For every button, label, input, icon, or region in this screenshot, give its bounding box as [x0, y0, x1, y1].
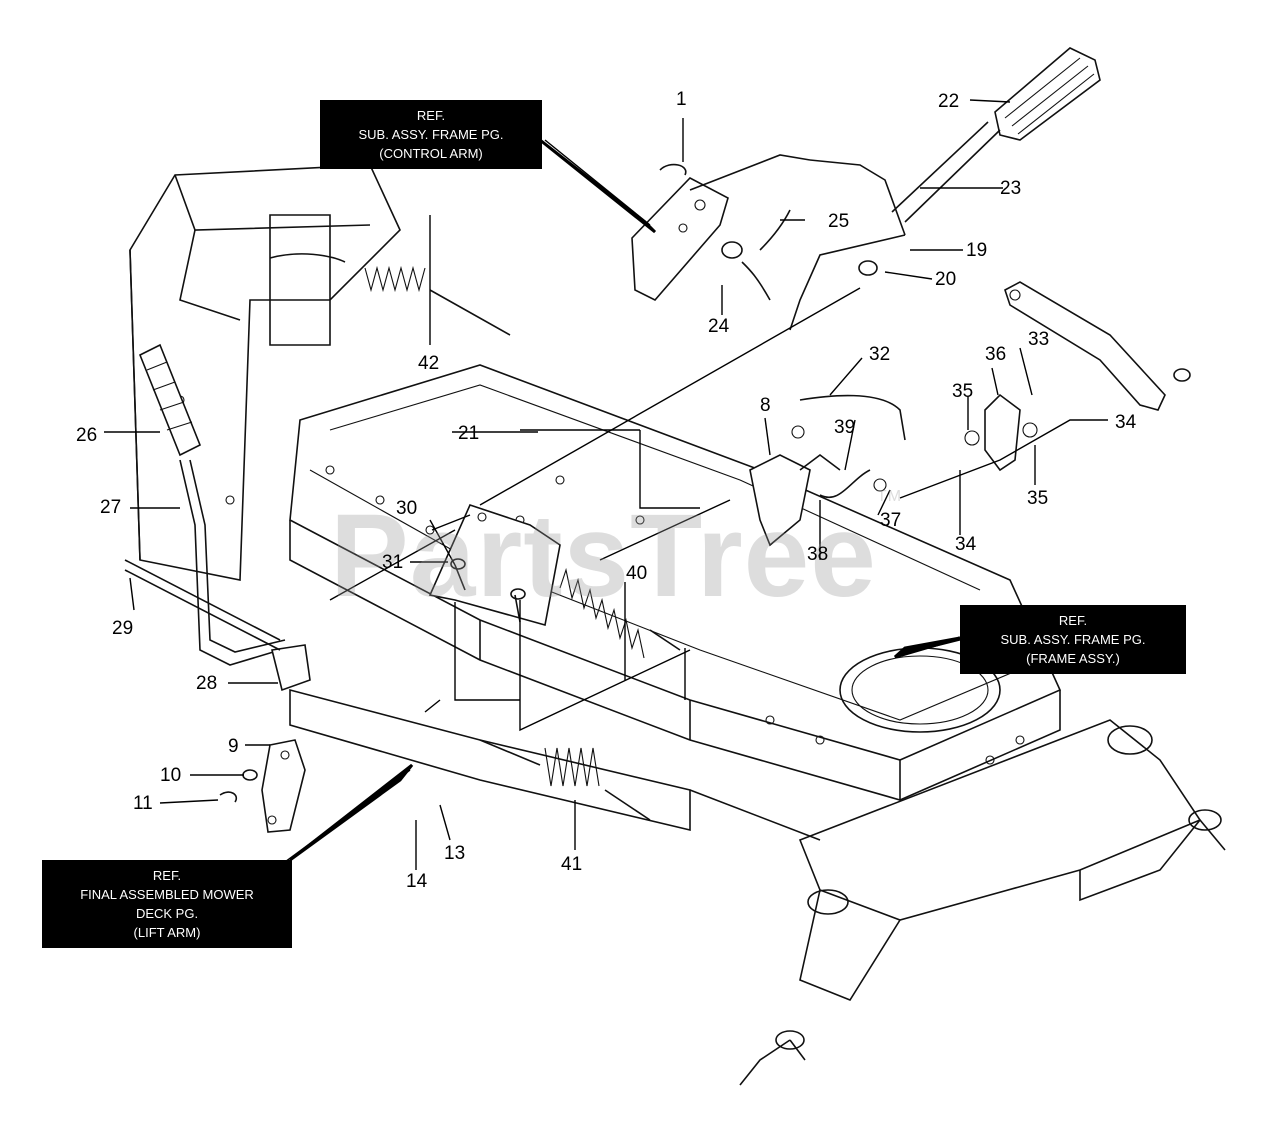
ref-box-line: REF. — [152, 868, 182, 883]
spring-41-drawing — [479, 739, 651, 821]
callout-24: 24 — [708, 316, 730, 337]
callout-10: 10 — [160, 765, 182, 786]
ref-box-line: REF. — [416, 108, 446, 123]
ref-box-line: FINAL ASSEMBLED MOWER — [80, 887, 254, 902]
handle-grip-22-drawing — [891, 47, 1101, 223]
ref-box-line: (LIFT ARM) — [133, 925, 201, 940]
ref-box-line: REF. — [1058, 613, 1088, 628]
callout-38: 38 — [807, 544, 829, 565]
control-arm-bracket-drawing — [631, 154, 906, 331]
watermark: PartsTreeTM — [330, 488, 902, 624]
ref-box-control-arm: REF. SUB. ASSY. FRAME PG. (CONTROL ARM) — [320, 100, 542, 169]
callout-1: 1 — [676, 89, 687, 110]
callout-22: 22 — [938, 91, 960, 112]
callout-8: 8 — [760, 395, 771, 416]
callout-25: 25 — [828, 211, 850, 232]
lift-lever-drawing — [124, 343, 311, 692]
callout-19: 19 — [966, 240, 988, 261]
ref-box-line: SUB. ASSY. FRAME PG. — [1000, 632, 1146, 647]
ref-box-lift-arm: REF. FINAL ASSEMBLED MOWER DECK PG. (LIF… — [42, 860, 292, 948]
watermark-text: PartsTree — [330, 490, 877, 622]
callout-26: 26 — [76, 425, 98, 446]
watermark-trademark: TM — [876, 488, 903, 505]
callout-34-right: 34 — [1115, 412, 1137, 433]
spring-42-drawing — [269, 253, 511, 336]
ref-box-line: (FRAME ASSY.) — [1026, 651, 1120, 666]
bracket-8-drawing — [749, 393, 1038, 547]
callout-39: 39 — [834, 417, 856, 438]
callout-33: 33 — [1028, 329, 1050, 350]
callout-36: 36 — [985, 344, 1007, 365]
callout-11: 11 — [133, 793, 153, 814]
callout-23: 23 — [1000, 178, 1022, 199]
spring-40-drawing — [559, 567, 681, 659]
callout-40: 40 — [626, 563, 648, 584]
bracket-30-drawing — [428, 504, 561, 627]
callout-30: 30 — [396, 498, 418, 519]
callout-35-upper: 35 — [952, 381, 974, 402]
callout-29: 29 — [112, 618, 134, 639]
callout-28: 28 — [196, 673, 218, 694]
frame-assembly-drawing — [129, 164, 1226, 1086]
callout-41: 41 — [561, 854, 583, 875]
ref-box-line: (CONTROL ARM) — [379, 146, 483, 161]
link-arm-drawing — [1004, 281, 1191, 411]
callout-37: 37 — [880, 510, 902, 531]
leader-lines — [104, 99, 1108, 870]
callout-14: 14 — [406, 871, 428, 892]
callout-42: 42 — [418, 353, 440, 374]
callout-35-lower: 35 — [1027, 488, 1049, 509]
callout-13: 13 — [444, 843, 466, 864]
callout-32: 32 — [869, 344, 891, 365]
callout-21: 21 — [458, 423, 480, 444]
callout-27: 27 — [100, 497, 122, 518]
callout-20: 20 — [935, 269, 957, 290]
ref-box-frame-assy: REF. SUB. ASSY. FRAME PG. (FRAME ASSY.) — [960, 605, 1186, 674]
ref-box-line: DECK PG. — [135, 906, 199, 921]
ref-box-line: SUB. ASSY. FRAME PG. — [358, 127, 504, 142]
callout-34-lower: 34 — [955, 534, 977, 555]
callout-31: 31 — [382, 552, 404, 573]
ref-pointer-arrows — [289, 138, 961, 862]
callout-9: 9 — [228, 736, 239, 757]
bracket-9-drawing — [219, 739, 306, 833]
